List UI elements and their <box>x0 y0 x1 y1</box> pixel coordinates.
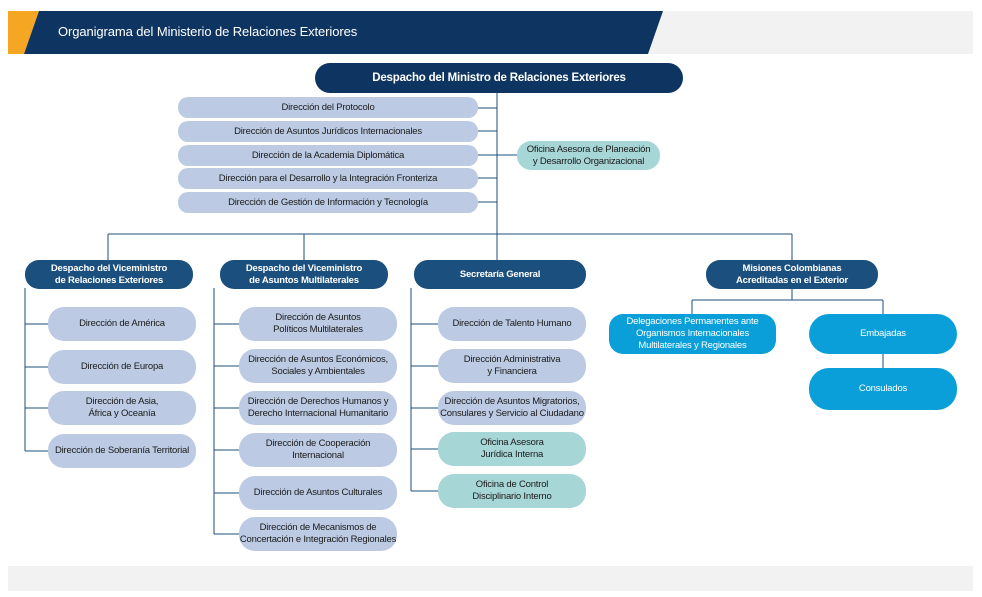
dir-juridicos: Dirección de Asuntos Jurídicos Internaci… <box>178 121 478 142</box>
header-title-bar: Organigrama del Ministerio de Relaciones… <box>8 11 663 54</box>
vm-multilaterales: Despacho del Viceministro de Asuntos Mul… <box>220 260 388 289</box>
oficina-disciplinario: Oficina de Control Disciplinario Interno <box>438 474 586 508</box>
dir-talento: Dirección de Talento Humano <box>438 307 586 341</box>
secretaria-general: Secretaría General <box>414 260 586 289</box>
dir-europa: Dirección de Europa <box>48 350 196 384</box>
dir-migratorios: Dirección de Asuntos Migratorios, Consul… <box>438 391 586 425</box>
dir-administrativa: Dirección Administrativa y Financiera <box>438 349 586 383</box>
dir-asia: Dirección de Asia, África y Oceanía <box>48 391 196 425</box>
dir-america: Dirección de América <box>48 307 196 341</box>
footer-band <box>8 566 973 591</box>
dir-mecanismos: Dirección de Mecanismos de Concertación … <box>239 517 397 551</box>
dir-soberania: Dirección de Soberanía Territorial <box>48 434 196 468</box>
dir-politicos: Dirección de Asuntos Políticos Multilate… <box>239 307 397 341</box>
oficina-juridica: Oficina Asesora Jurídica Interna <box>438 432 586 466</box>
dir-protocolo: Dirección del Protocolo <box>178 97 478 118</box>
consulados: Consulados <box>809 368 957 410</box>
dir-economicos: Dirección de Asuntos Económicos, Sociale… <box>239 349 397 383</box>
dir-fronteriza: Dirección para el Desarrollo y la Integr… <box>178 168 478 189</box>
misiones: Misiones Colombianas Acreditadas en el E… <box>706 260 878 289</box>
page-title: Organigrama del Ministerio de Relaciones… <box>58 24 358 39</box>
header-shape <box>8 11 663 54</box>
minister-office: Despacho del Ministro de Relaciones Exte… <box>315 63 683 93</box>
dir-culturales: Dirección de Asuntos Culturales <box>239 476 397 510</box>
oficina-planeacion: Oficina Asesora de Planeación y Desarrol… <box>517 141 660 170</box>
dir-gestion-info: Dirección de Gestión de Información y Te… <box>178 192 478 213</box>
dir-academia: Dirección de la Academia Diplomática <box>178 145 478 166</box>
dir-ddhh: Dirección de Derechos Humanos y Derecho … <box>239 391 397 425</box>
dir-cooperacion: Dirección de Cooperación Internacional <box>239 433 397 467</box>
vm-exteriores: Despacho del Viceministro de Relaciones … <box>25 260 193 289</box>
delegaciones: Delegaciones Permanentes ante Organismos… <box>609 314 776 354</box>
embajadas: Embajadas <box>809 314 957 354</box>
